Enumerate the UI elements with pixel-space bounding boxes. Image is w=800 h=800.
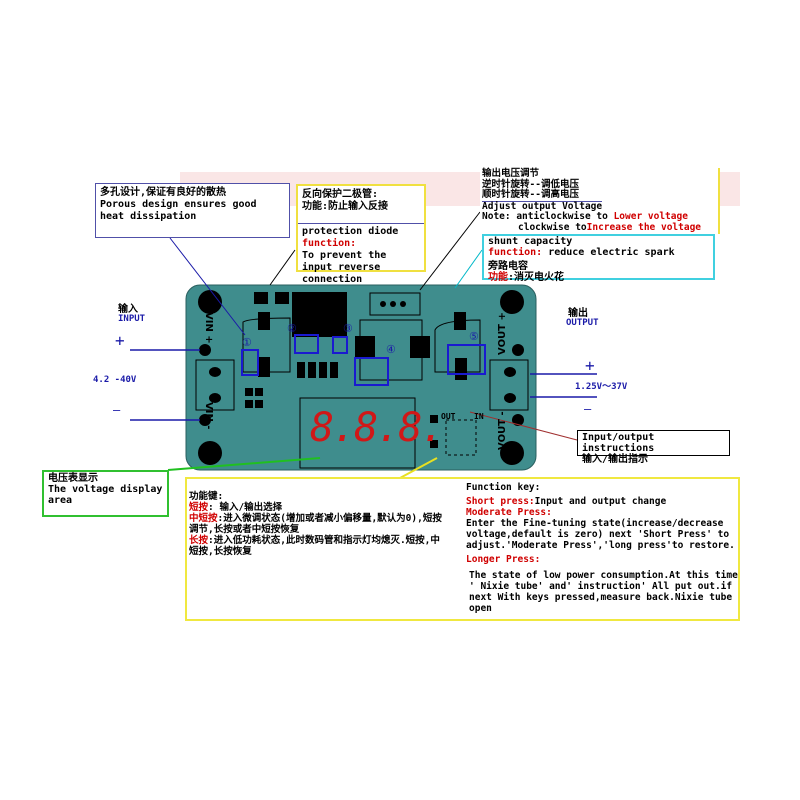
marker-1: ① [242,336,252,349]
fk-cn-title: 功能键: [189,491,224,502]
input-cn-label: 输入 [118,304,138,315]
shunt-cn-desc: :消灭电火花 [508,272,565,283]
diode-cn1: 反向保护二极管: [302,189,379,200]
display-cn: 电压表显示 [48,473,98,484]
diode-function-label: function: [302,238,357,249]
voltage-adjust-callout: 输出电压调节 逆时针旋转--调低电压 顺时针旋转--调高电压 Adjust ou… [480,168,720,234]
shunt-function-desc: reduce electric spark [542,247,675,258]
marker-3: ③ [343,322,353,335]
out-indicator-label: OUT [441,412,456,421]
fk-cn-mid-label: 中短按 [189,513,218,524]
fk-short-label: Short press: [466,496,535,507]
diode-cn2: 功能:防止输入反接 [302,201,389,212]
pcb-board [185,284,537,471]
adjust-cw: clockwise to [518,221,587,233]
adjust-cn3: 顺时针旋转--调高电压 [482,189,602,202]
fk-cn-long: :进入低功耗状态,此时数码管和指示灯均熄灭.短按,中短按,长按恢复 [189,535,440,557]
function-key-cn: 功能键: 短按: 输入/输出选择 中短按:进入微调状态(增加或者减小偏移量,默认… [189,491,449,557]
output-cn-label: 输出 [568,308,588,319]
input-minus: — [113,403,121,417]
fk-moderate-desc: Enter the Fine-tuning state(increase/dec… [466,518,735,551]
in-indicator-label: IN [474,412,484,421]
heat-dissipation-callout: 多孔设计,保证有良好的散热 Porous design ensures good… [95,183,290,238]
function-key-panel: 功能键: 短按: 输入/输出选择 中短按:进入微调状态(增加或者减小偏移量,默认… [185,477,740,621]
input-plus: + [115,331,125,350]
adjust-note-lower: Lower voltage [613,211,688,222]
heat-en: Porous design ensures good heat dissipat… [100,199,257,222]
shunt-cn-label: 功能 [488,272,508,283]
voltage-display [299,397,416,469]
vout-minus-label: VOUT - [497,411,508,450]
io-instructions-callout: Input/output instructions 输入/输出指示 [577,430,730,465]
shunt-title: shunt capacity [488,236,573,247]
fk-short-desc: Input and output change [534,496,667,507]
output-minus: — [584,402,592,416]
fk-cn-short-label: 短按 [189,502,209,513]
function-key-en: Function key: Short press:Input and outp… [466,482,738,614]
fk-cn-short: : 输入/输出选择 [208,502,283,513]
mounting-holes [198,290,524,465]
input-range: 4.2 -40V [93,375,137,385]
shunt-capacity-callout: shunt capacity function: reduce electric… [482,234,715,283]
adjust-en1: Adjust output Voltage [482,200,603,212]
diode-desc: To prevent the input reverse connection [302,250,387,285]
display-en: The voltage display area [48,484,163,506]
output-en-label: OUTPUT [566,318,599,328]
voltage-display-callout: 电压表显示 The voltage display area [42,470,169,517]
marker-5: ⑤ [469,330,479,343]
diode-title: protection diode [302,226,399,237]
adjust-cn2: 逆时针旋转--调低电压 [482,178,579,190]
output-plus: + [585,356,595,375]
protection-diode-callout: 反向保护二极管: 功能:防止输入反接 protection diode func… [296,184,426,285]
marker-2: ② [287,322,297,335]
seven-segment-digits: 8.8.8. [310,405,444,451]
vin-minus-label: VIN - [203,402,214,430]
shunt-cn1: 旁路电容 [488,261,528,272]
fk-cn-long-label: 长按 [189,535,209,546]
fk-en-title: Function key: [466,482,541,493]
fk-longer-desc: The state of low power consumption.At th… [469,570,738,614]
shunt-function-label: function: [488,247,543,258]
heat-cn: 多孔设计,保证有良好的散热 [100,187,227,198]
fk-longer-label: Longer Press: [466,554,541,565]
input-en-label: INPUT [118,314,146,324]
component-markers [241,334,486,386]
adjust-cn1: 输出电压调节 [482,168,540,179]
vout-plus-label: VOUT + [497,312,508,355]
fk-moderate-label: Moderate Press: [466,507,552,518]
marker-4: ④ [386,343,396,356]
io-instructions-en: Input/output instructions [582,432,655,454]
adjust-note: Note: anticlockwise to [482,211,614,222]
fk-cn-mid: :进入微调状态(增加或者减小偏移量,默认为0),短按调节,长按或者中短按恢复 [189,513,442,535]
vin-plus-label: VIN + [203,312,214,344]
adjust-cw-increase: Increase the voltage [586,221,702,233]
output-range: 1.25V～37V [575,382,628,392]
io-instructions-cn: 输入/输出指示 [582,454,649,465]
